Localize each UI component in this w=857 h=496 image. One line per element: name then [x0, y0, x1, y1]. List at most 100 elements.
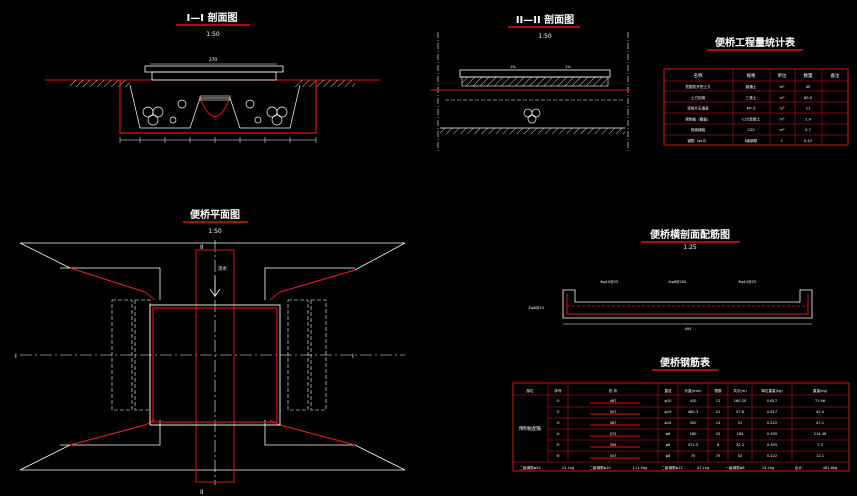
rt-header: 重量(kg)	[813, 388, 828, 393]
rt-cell: 57.6	[736, 410, 745, 414]
qt-cell: 2.9	[805, 117, 811, 121]
rebar-section-drawing: 便桥横剖面配筋图 1:25 ⑥φ10@25 ④φ8@200 ⑤φ10@25 ②φ…	[528, 228, 813, 331]
rt-cell: ②	[556, 410, 559, 414]
qt-cell: M7.5	[747, 107, 756, 111]
rt-cell: 42.5	[816, 410, 824, 414]
qt-h-2: 单位	[778, 72, 787, 79]
rt-cell: 7.3	[817, 443, 823, 447]
rt-cell: 180	[690, 432, 698, 436]
quantity-table: 便桥工程量统计表 名称 规格 单位 数量 备注 挖掘机开挖土方 普通土 m³ 40 土方…	[663, 36, 849, 146]
qt-cell: 11	[806, 107, 811, 111]
qt-h-0: 名称	[694, 72, 703, 79]
qt-cell: 土方回填	[691, 95, 706, 100]
rt-cell: φ10	[665, 421, 673, 425]
rt-cell: 487	[610, 399, 617, 403]
rt-cell: 0.222	[767, 421, 777, 425]
rebar-table: 便桥钢筋表 部位序号形 状直径长度(mm)根数共长(m)单位重量(kg)重量(k…	[512, 356, 850, 472]
rt-footer-cell: 13.2kg	[762, 466, 774, 470]
qt-cell: m³	[780, 107, 786, 111]
rt-footer-cell: 合计：	[795, 465, 806, 470]
rt-cell: 387	[610, 421, 617, 425]
rt-cell: ④	[556, 432, 559, 436]
rt-cell: φ8	[666, 432, 671, 436]
rebar-width-dim: 495	[685, 327, 692, 331]
qt-cell: 普通土	[746, 84, 757, 89]
section-1-drawing: I—I 剖面图 1:50 370	[45, 11, 380, 143]
rebar-group-label: 预制板配筋	[519, 425, 542, 432]
rt-cell: ⑥	[556, 454, 560, 458]
rt-cell: 32.2	[736, 443, 744, 447]
rt-footer-cell: 二级钢筋φ10	[589, 465, 611, 470]
rt-cell: 457	[610, 454, 617, 458]
rt-cell: 160.20	[734, 399, 747, 403]
qt-cell: t	[781, 139, 783, 143]
rebar-side-callout: ②φ8@15	[528, 306, 544, 310]
quantity-table-title: 便桥工程量统计表	[715, 36, 796, 49]
rt-footer-cell: 111.5kg	[633, 466, 648, 470]
plan-drawing: 便桥平面图 1:50 流水 I I	[15, 208, 406, 496]
rt-cell: 51	[738, 421, 743, 425]
rt-cell: 0.222	[767, 454, 777, 458]
rt-cell: 0.395	[767, 443, 777, 447]
qt-cell: 80.0	[804, 96, 813, 100]
qt-cell: 40	[806, 85, 811, 89]
rt-header: 根数	[714, 388, 722, 393]
section-2-title: II—II 剖面图	[516, 13, 574, 26]
qt-cell: m³	[780, 96, 786, 100]
rt-cell: φ8	[666, 443, 671, 447]
rt-header: 长度(mm)	[685, 388, 703, 393]
rt-cell: 350	[690, 421, 698, 425]
section-1-title: I—I 剖面图	[187, 11, 238, 24]
rt-cell: 8	[717, 443, 720, 447]
qt-h-4: 备注	[831, 72, 840, 79]
rebar-section-title: 便桥横剖面配筋图	[650, 228, 730, 241]
qt-cell: m³	[780, 85, 786, 89]
rt-cell: ①	[556, 399, 559, 403]
rt-cell: 25	[716, 432, 721, 436]
rt-cell: φ10	[665, 410, 673, 414]
qt-h-3: 数量	[804, 72, 813, 79]
rt-footer-cell: 二级钢筋φ25	[519, 465, 540, 470]
section-1-dim-top: 370	[209, 57, 218, 63]
qt-cell: 0.7	[805, 128, 811, 132]
rt-cell: ⑤	[556, 443, 560, 447]
rt-cell: 12.1	[816, 454, 824, 458]
qt-cell: 浆砌片石墙身	[687, 106, 709, 111]
section-2-slope-left: 1%	[510, 65, 516, 69]
rt-cell: 13	[716, 421, 721, 425]
rt-footer-cell: 21.1kg	[562, 466, 574, 470]
rt-cell: 12	[716, 410, 721, 414]
plan-mark-right: I	[352, 353, 354, 360]
plan-scale: 1:50	[208, 228, 222, 235]
qt-cell: C20	[747, 128, 755, 132]
rt-cell: 395	[610, 443, 617, 447]
rt-cell: 0.617	[767, 410, 777, 414]
rt-cell: 472.5	[688, 443, 698, 447]
rt-cell: 184	[737, 432, 745, 436]
rt-cell: 0.617	[767, 399, 777, 403]
rebar-callout-0: ⑥φ10@25	[600, 280, 618, 284]
rt-cell: 12	[716, 399, 721, 403]
rt-header: 序号	[554, 388, 562, 393]
rt-footer-cell: 481.8kg	[823, 466, 838, 470]
qt-cell: 挖掘机开挖土方	[685, 84, 711, 89]
rt-cell: 70	[691, 454, 696, 458]
qt-cell: 桥面铺装	[691, 127, 706, 132]
section-2-slope-right: 1%	[565, 65, 571, 69]
rt-cell: 375	[610, 432, 617, 436]
rebar-callout-1: ④φ8@200	[668, 280, 687, 284]
rt-cell: 52	[738, 454, 743, 458]
rt-header: 单位重量(kg)	[761, 388, 783, 393]
rt-cell: φ8	[666, 454, 671, 458]
rt-footer-cell: 47.1kg	[697, 466, 709, 470]
plan-title: 便桥平面图	[190, 208, 240, 221]
section-2-scale: 1:50	[538, 33, 552, 40]
qt-h-1: 规格	[747, 72, 756, 79]
qt-cell: 三类土	[746, 95, 757, 100]
rt-cell: 480.3	[688, 410, 698, 414]
plan-mark-top: II	[200, 244, 204, 251]
rt-header: 部位	[526, 388, 534, 393]
rt-header: 直径	[664, 388, 672, 393]
rt-cell: φ10	[665, 399, 673, 403]
